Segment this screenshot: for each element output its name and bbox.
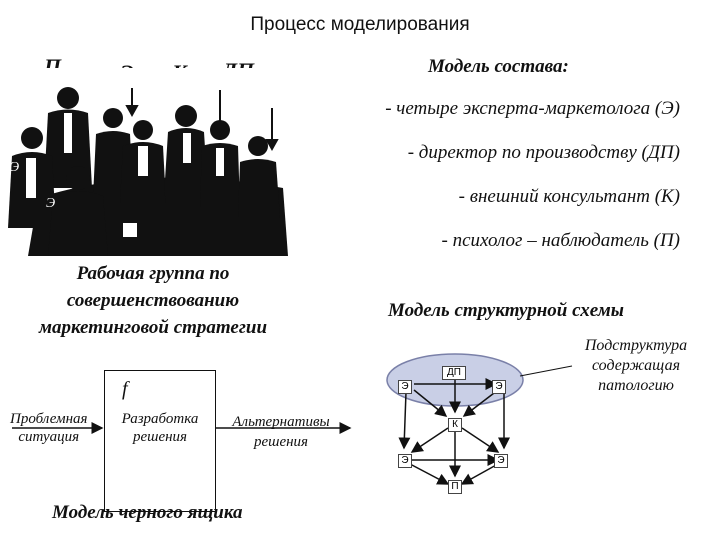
- output-label: Альтернативы решения: [222, 412, 340, 452]
- process-label: Разработка решения: [108, 410, 212, 446]
- input-line-2: ситуация: [10, 428, 88, 446]
- input-label: Проблемная ситуация: [10, 410, 88, 446]
- team-photo: [8, 68, 288, 256]
- composition-heading: Модель состава:: [428, 56, 569, 78]
- structural-heading: Модель структурной схемы: [388, 300, 624, 322]
- node-e-top-right: Э: [492, 380, 506, 394]
- note-line-1: Подструктура: [566, 336, 706, 356]
- note-line-3: патологию: [566, 376, 706, 396]
- output-line-2: решения: [222, 432, 340, 452]
- composition-item-psychologist: - психолог – наблюдатель (П): [442, 230, 680, 252]
- caption-line-2: совершенствованию: [8, 287, 298, 314]
- node-e-top-left: Э: [398, 380, 412, 394]
- function-symbol: f: [122, 378, 128, 401]
- pathology-note: Подструктура содержащая патологию: [566, 336, 706, 396]
- black-box-caption: Модель черного ящика: [52, 502, 243, 524]
- caption-line-1: Рабочая группа по: [8, 260, 298, 287]
- photo-caption: Рабочая группа по совершенствованию марк…: [8, 260, 298, 341]
- node-dp: ДП: [442, 366, 466, 380]
- note-line-2: содержащая: [566, 356, 706, 376]
- node-e-bottom-left: Э: [398, 454, 412, 468]
- process-line-1: Разработка: [108, 410, 212, 428]
- photo-label-e-bottom: Э: [46, 196, 55, 212]
- page-title: Процесс моделирования: [0, 14, 720, 36]
- node-p: П: [448, 480, 462, 494]
- composition-item-director: - директор по производству (ДП): [408, 142, 680, 164]
- input-line-1: Проблемная: [10, 410, 88, 428]
- composition-item-experts: - четыре эксперта-маркетолога (Э): [385, 98, 680, 120]
- caption-line-3: маркетинговой стратегии: [8, 314, 298, 341]
- composition-item-consultant: - внешний консультант (К): [459, 186, 680, 208]
- photo-label-e-left: Э: [10, 160, 19, 176]
- node-e-bottom-right: Э: [494, 454, 508, 468]
- process-line-2: решения: [108, 428, 212, 446]
- output-line-1: Альтернативы: [222, 412, 340, 432]
- node-k: К: [448, 418, 462, 432]
